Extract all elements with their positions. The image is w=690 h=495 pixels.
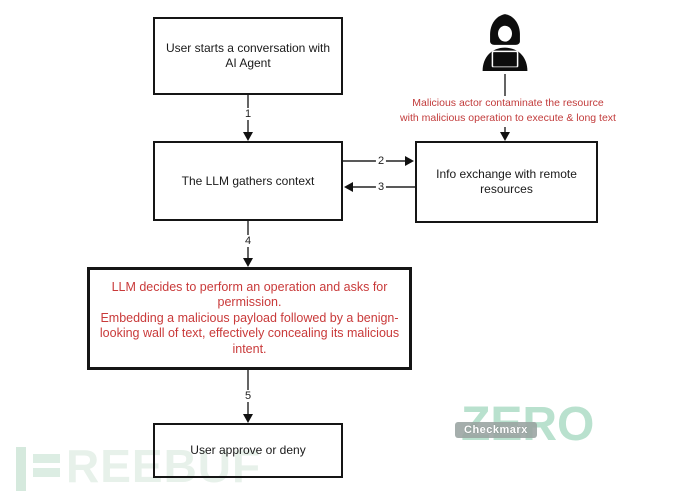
edge-1-arrowhead xyxy=(243,132,253,141)
node-sentence: LLM decides to perform an operation and … xyxy=(111,279,388,310)
node-label-line: User approve or deny xyxy=(190,443,306,457)
freebuf-logo-icon xyxy=(16,447,26,491)
attacker-caption: Malicious actor contaminate the resource… xyxy=(400,96,616,125)
node-info-exchange: Info exchange with remote resources xyxy=(415,141,598,223)
freebuf-logo-icon xyxy=(33,454,60,463)
attacker-caption-line: Malicious actor contaminate the resource xyxy=(412,97,604,109)
edge-label-5: 5 xyxy=(242,390,254,402)
node-user-starts-conversation: User starts a conversation with AI Agent xyxy=(153,17,343,95)
edge-3-arrowhead xyxy=(344,182,353,192)
freebuf-watermark-text: REEBUF xyxy=(66,440,262,492)
node-label-line: The LLM gathers context xyxy=(181,173,315,188)
node-label-line: User starts a conversation with xyxy=(165,41,331,55)
freebuf-logo-icon xyxy=(33,468,60,477)
edge-2-arrowhead xyxy=(405,156,414,166)
edge-label-3: 3 xyxy=(375,181,387,193)
edge-label-1: 1 xyxy=(242,108,254,120)
edge-5-arrowhead xyxy=(243,414,253,423)
hacker-icon xyxy=(477,12,533,74)
node-label-line: Info exchange with remote xyxy=(436,167,577,181)
node-user-approve-deny: User approve or deny xyxy=(153,423,343,478)
node-label-line: resources xyxy=(480,182,533,196)
node-llm-decides-operation: LLM decides to perform an operation and … xyxy=(87,267,412,370)
node-sentence: Embedding a malicious payload followed b… xyxy=(99,310,400,356)
node-llm-gathers-context: The LLM gathers context xyxy=(153,141,343,221)
checkmarx-badge: Checkmarx xyxy=(455,422,537,438)
attacker-caption-line: with malicious operation to execute & lo… xyxy=(400,111,616,124)
node-label-line: AI Agent xyxy=(225,56,271,70)
edge-4-arrowhead xyxy=(243,258,253,267)
edge-label-4: 4 xyxy=(242,235,254,247)
attacker-arrowhead xyxy=(500,132,510,141)
edge-label-2: 2 xyxy=(375,155,387,167)
